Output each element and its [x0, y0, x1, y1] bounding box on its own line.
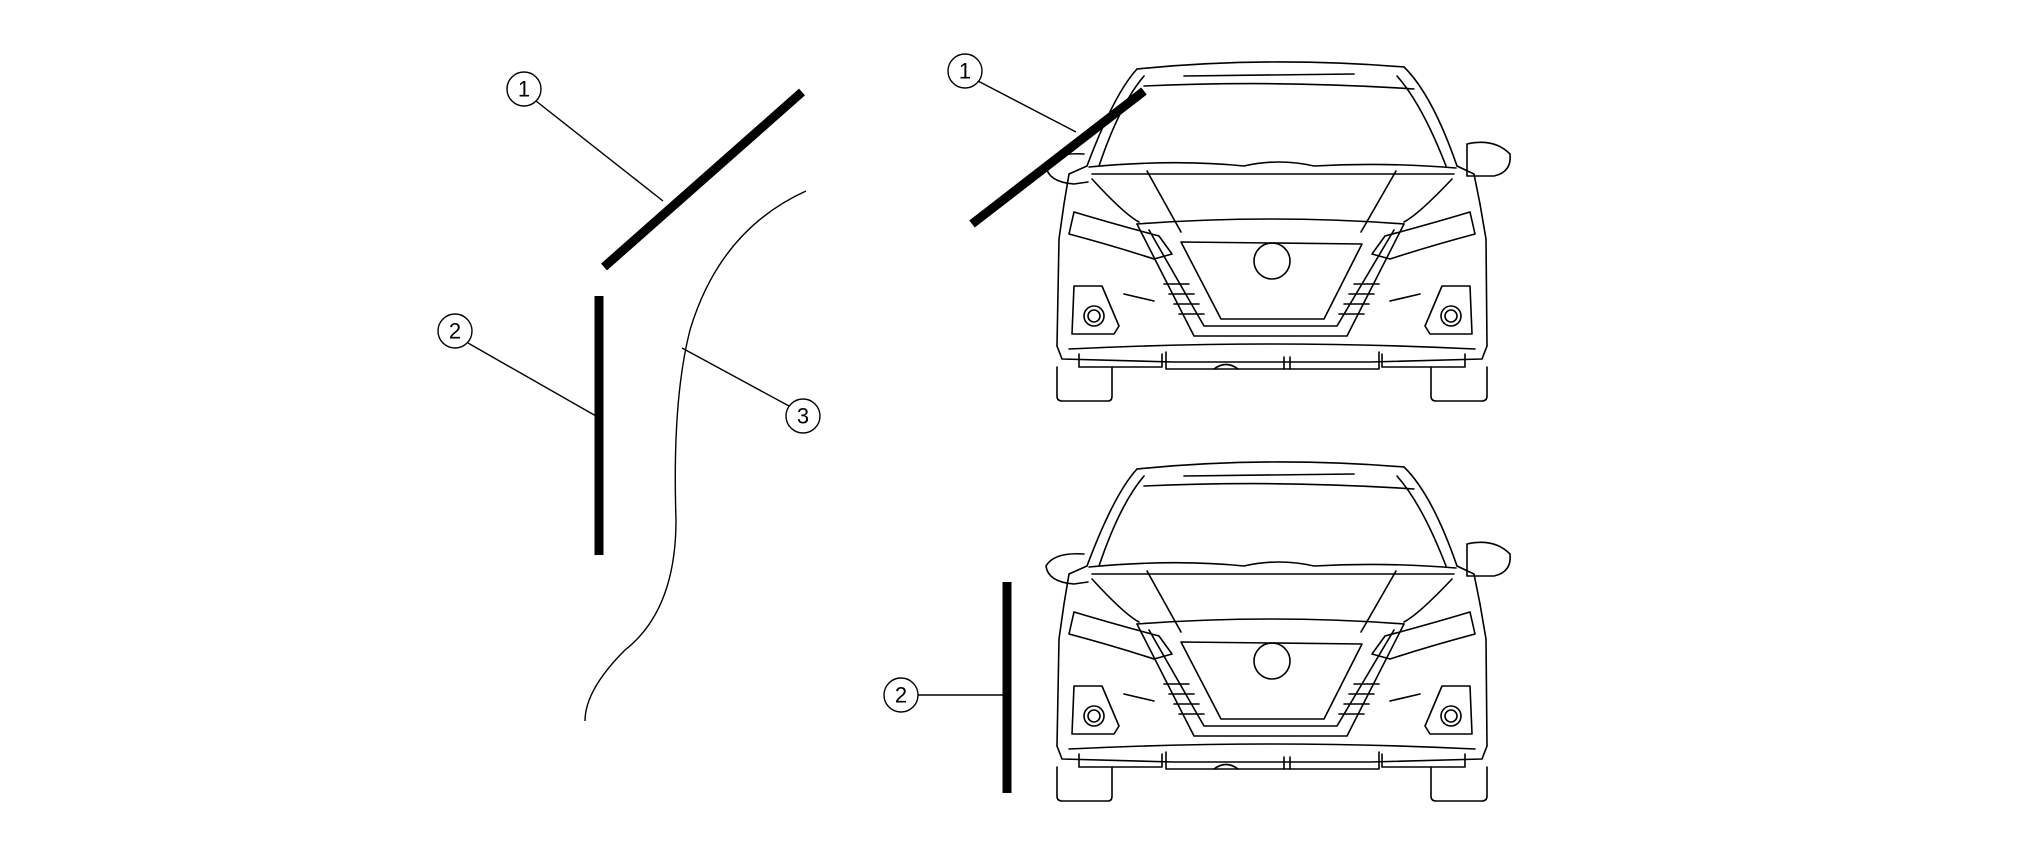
callout-top-car-1: 1 [947, 53, 1077, 133]
callout-label: 1 [959, 59, 971, 84]
callout-label: 3 [797, 404, 809, 429]
left-detail-view: 1 2 3 [437, 71, 821, 722]
part-1-molding-bar [969, 87, 1147, 228]
callout-left-3: 3 [681, 347, 821, 434]
car-front-view-bottom: 2 [883, 461, 1511, 802]
part-3-body-contour [584, 190, 807, 722]
callout-label: 2 [895, 683, 907, 708]
part-1-molding-bar [601, 88, 805, 271]
callout-left-1: 1 [506, 71, 664, 202]
callout-left-2: 2 [437, 313, 597, 417]
callout-label: 1 [518, 77, 530, 102]
callout-bottom-car-2: 2 [883, 677, 1003, 713]
callout-label: 2 [449, 319, 461, 344]
car-front-view-top: 1 [947, 53, 1511, 402]
